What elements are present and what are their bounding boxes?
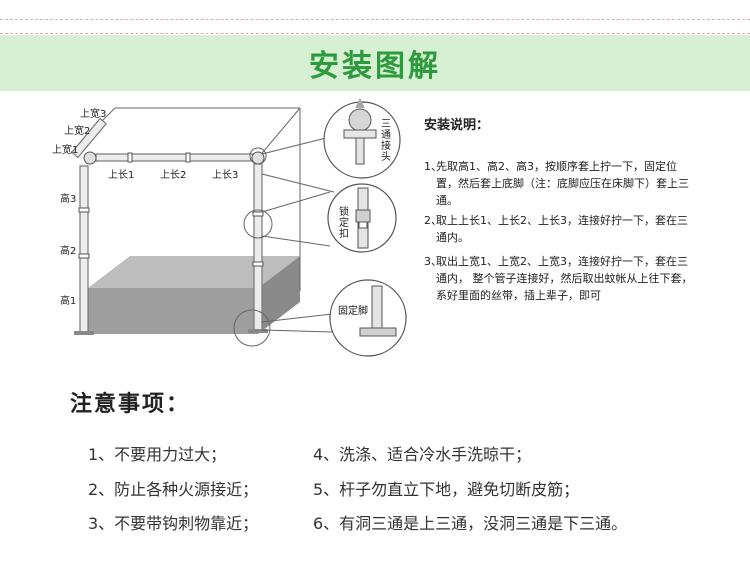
label-long2: 上长2 [160, 169, 186, 181]
foot-right [248, 329, 268, 333]
corner-tee-left [83, 151, 97, 165]
bed-end [258, 256, 300, 334]
callout-lock-text: 锁定扣 [337, 205, 349, 239]
notes-title: 注意事项： [70, 392, 191, 417]
lock-buckle-icon [355, 187, 371, 249]
label-height1: 高1 [60, 294, 76, 307]
instruction-step-1: 1、 先取高1、高2、高3，按顺序套上拧一下，固定位置，然后套上底脚（注：底脚应… [424, 158, 694, 209]
callout-leaders [261, 135, 335, 333]
step-number: 1、 [424, 160, 442, 173]
tube-right-post [253, 163, 263, 333]
banner-dashed-line [0, 33, 750, 34]
label-long3: 上长3 [212, 169, 238, 181]
step-text: 取上上长1、上长2、上长3，连接好拧一下，套在三通内。 [436, 214, 688, 244]
label-width2: 上宽2 [64, 124, 90, 137]
step-number: 3、 [424, 255, 442, 268]
title-banner: 安装图解 [0, 35, 750, 91]
detail-circle-tee [249, 147, 267, 165]
label-width1: 上宽1 [52, 143, 78, 156]
tube-width [70, 117, 108, 159]
step-text: 取出上宽1、上宽2、上宽3，连接好拧一下，套在三通内， 整个管子连接好，然后取出… [436, 255, 693, 302]
instruction-step-2: 2、 取上上长1、上长2、上长3，连接好拧一下，套在三通内。 [424, 212, 694, 246]
label-width3: 上宽3 [80, 107, 106, 120]
label-height3: 高3 [60, 192, 76, 205]
label-long1: 上长1 [108, 169, 134, 181]
note-item: 6、有洞三通是上三通，没洞三通是下三通。 [313, 514, 628, 533]
callout-foot-text: 固定脚 [338, 304, 368, 317]
note-item: 4、洗涤、适合冷水手洗晾干； [313, 445, 532, 464]
note-item: 3、不要带钩刺物靠近； [88, 514, 259, 533]
callout-tee-text: 三通接头 [379, 118, 391, 162]
step-text: 先取高1、高2、高3，按顺序套上拧一下，固定位置，然后套上底脚（注：底脚应压在床… [436, 160, 689, 207]
callout-foot [329, 279, 407, 357]
note-item: 1、不要用力过大； [88, 445, 227, 464]
tube-left-post [79, 165, 89, 335]
top-dashed-line [0, 19, 750, 20]
note-item: 5、杆子勿直立下地，避免切断皮筋； [313, 480, 580, 499]
foot-left [74, 331, 94, 335]
label-height2: 高2 [60, 244, 76, 257]
note-item: 2、防止各种火源接近； [88, 480, 259, 499]
detail-circle-foot [233, 309, 271, 347]
fixed-foot-icon [359, 285, 397, 337]
step-number: 2、 [424, 214, 442, 227]
page-title: 安装图解 [309, 49, 441, 84]
detail-circle-lock [243, 209, 273, 239]
tee-joint-icon [343, 98, 377, 165]
tube-top-long [95, 153, 257, 162]
tube-joints [78, 152, 264, 267]
instructions-title: 安装说明： [424, 118, 490, 133]
instruction-step-3: 3、 取出上宽1、上宽2、上宽3，连接好拧一下，套在三通内， 整个管子连接好，然… [424, 253, 694, 304]
installation-diagram: 上宽3 上宽2 上宽1 上长1 上长2 上长3 高3 高2 高1 三通接头 锁定… [52, 98, 407, 357]
bed-side [88, 288, 258, 334]
bed-top [88, 256, 300, 288]
